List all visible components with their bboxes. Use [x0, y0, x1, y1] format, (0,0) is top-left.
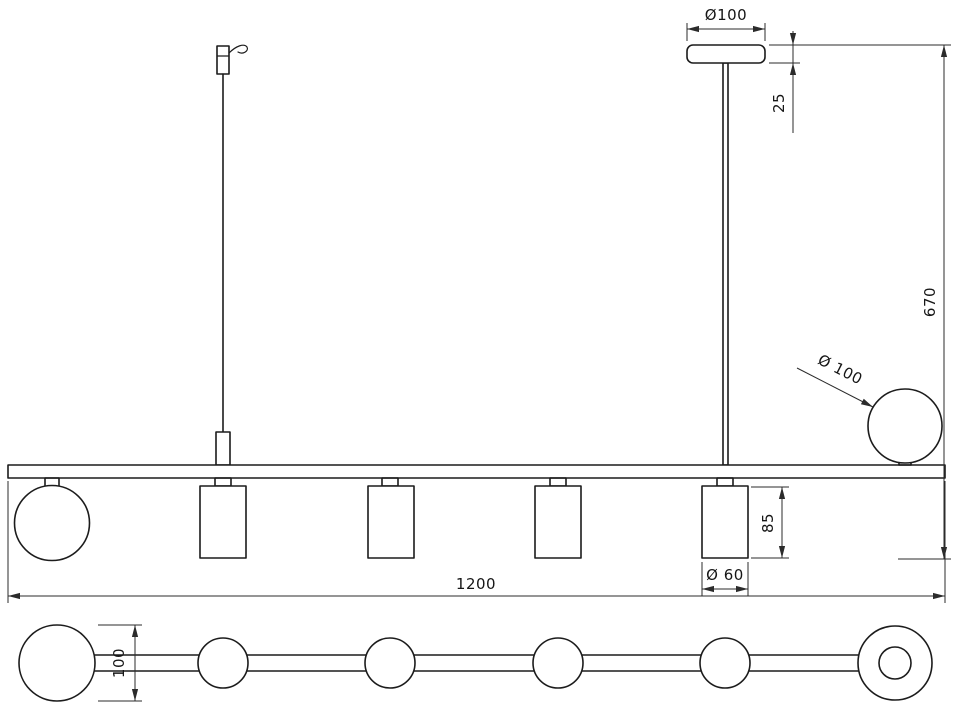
- fixture-bar: [7, 464, 946, 479]
- dim-overall-height: 670: [769, 44, 951, 560]
- cylinder-shade-4: [701, 485, 749, 559]
- cylinder-shade-3: [534, 485, 582, 559]
- bottom-bar: [29, 654, 921, 672]
- dim-shade-diameter: Ø 60: [701, 562, 749, 596]
- dim-globe-diameter-label: Ø 100: [815, 351, 866, 389]
- ceiling-canopy: [686, 44, 766, 64]
- dim-canopy-height-label: 25: [770, 93, 788, 113]
- dim-shade-diameter-label: Ø 60: [706, 566, 744, 584]
- dim-shade-height-label: 85: [759, 513, 777, 533]
- cable-ceiling-mount: [216, 45, 230, 75]
- dim-fixture-length: 1200: [7, 481, 946, 603]
- dim-overall-height-label: 670: [921, 287, 939, 317]
- bottom-shade-3: [532, 637, 584, 689]
- leader-line: [796, 367, 874, 408]
- bottom-shade-2: [364, 637, 416, 689]
- suspension-rod: [722, 62, 729, 466]
- bottom-view: [18, 624, 933, 702]
- dim-canopy-diameter: Ø100: [686, 6, 766, 41]
- cylinder-shade-1: [199, 485, 247, 559]
- bottom-globe-left: [18, 624, 96, 702]
- dim-canopy-diameter-label: Ø100: [705, 6, 747, 24]
- dim-globe-diameter: Ø 100: [796, 351, 874, 408]
- dimensions-front-view: Ø100 25 670 Ø 100 85: [7, 6, 951, 603]
- bottom-shade-1: [197, 637, 249, 689]
- dim-canopy-height: 25: [769, 31, 800, 133]
- dim-end-globe-diameter-label: 100: [110, 648, 128, 678]
- bottom-shade-4: [699, 637, 751, 689]
- dim-shade-height: 85: [751, 486, 789, 559]
- dim-end-globe-diameter: 100: [98, 624, 142, 702]
- front-view: [7, 44, 946, 562]
- dim-fixture-length-label: 1200: [456, 575, 496, 593]
- glass-globe-right: [867, 388, 943, 464]
- glass-globe-left: [13, 484, 91, 562]
- shade-neck-4: [716, 477, 734, 487]
- shade-neck-1: [214, 477, 232, 487]
- cable-pigtail-wire: [228, 44, 248, 54]
- shade-neck-3: [549, 477, 567, 487]
- bottom-rod-mount-inner: [878, 646, 912, 680]
- shade-neck-2: [381, 477, 399, 487]
- cable-adjuster: [215, 431, 231, 466]
- cylinder-shade-2: [367, 485, 415, 559]
